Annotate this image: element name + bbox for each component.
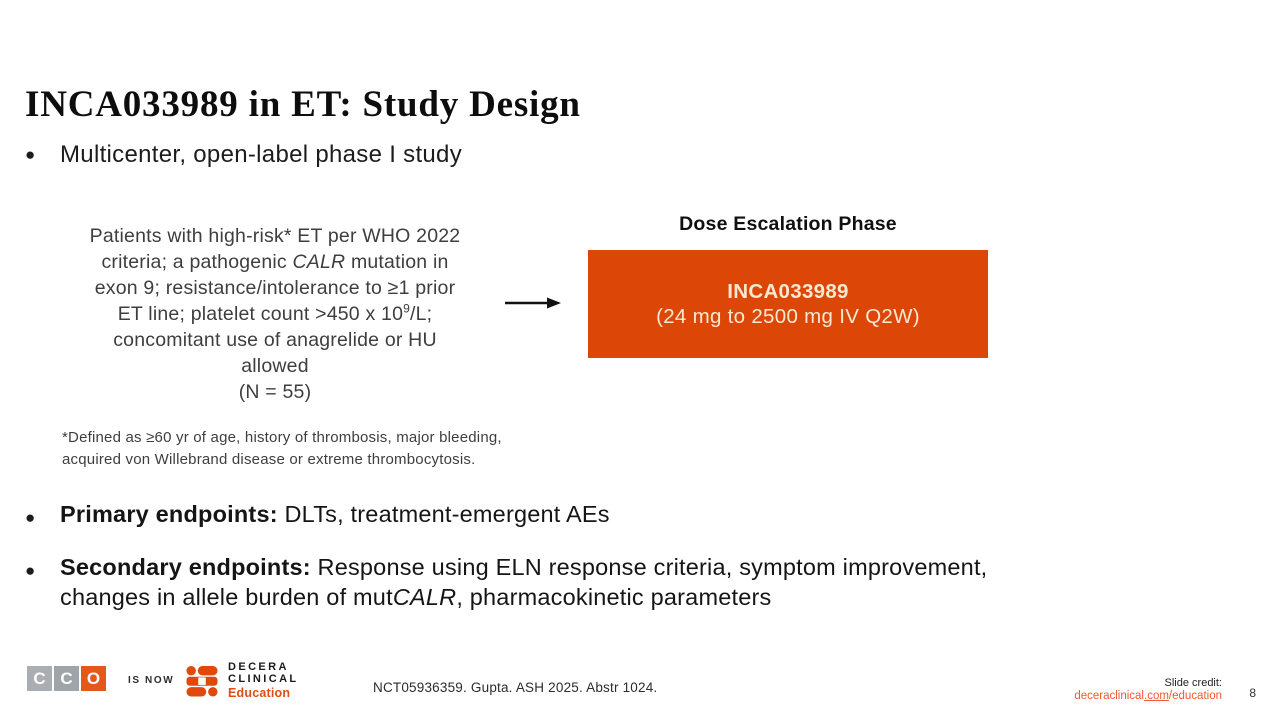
decera-clinical-logo-text: DECERA CLINICAL Education (228, 661, 299, 700)
criteria-line: mutation in (345, 251, 449, 273)
cco-logo-letter: C (27, 666, 52, 691)
criteria-line: exon 9; resistance/intolerance to ≥1 pri… (94, 277, 456, 299)
slide-credit-label: Slide credit: (1164, 677, 1222, 689)
cco-logo-letter: C (54, 666, 79, 691)
primary-endpoints-label: Primary endpoints: (60, 501, 278, 527)
cco-logo: C C O (27, 666, 106, 691)
decera-wordmark-line: DECERA (228, 661, 289, 673)
decera-wordmark-line: CLINICAL (228, 672, 299, 685)
secondary-endpoints-label: Secondary endpoints: (60, 554, 311, 580)
decera-education-label: Education (228, 686, 291, 700)
credit-link-part[interactable]: deceraclinical (1074, 690, 1144, 702)
criteria-line: Patients with high-risk* ET per WHO 2022 (89, 225, 461, 247)
calr-gene-italic: CALR (392, 584, 457, 610)
footnote-text: *Defined as ≥60 yr of age, history of th… (62, 427, 502, 470)
secondary-endpoints-line2a: changes in allele burden of mut (60, 584, 393, 610)
footnote-line: *Defined as ≥60 yr of age, history of th… (62, 429, 502, 446)
dose-escalation-heading: Dose Escalation Phase (679, 213, 897, 235)
is-now-label: IS NOW (128, 675, 175, 686)
drug-name: INCA033989 (727, 280, 849, 303)
slide-credit-link[interactable]: deceraclinical.com/education (1074, 690, 1222, 702)
page-title: INCA033989 in ET: Study Design (25, 83, 581, 125)
cco-logo-letter: O (81, 666, 106, 691)
credit-link-part[interactable]: /education (1168, 690, 1222, 702)
bullet-icon: ● (25, 508, 36, 527)
slide-credit: Slide credit: deceraclinical.com/educati… (1074, 677, 1222, 703)
eligibility-criteria-text: Patients with high-risk* ET per WHO 2022… (45, 223, 505, 405)
calr-gene-italic: CALR (292, 251, 346, 273)
criteria-line: concomitant use of anagrelide or HU (113, 329, 437, 351)
criteria-line: /L; (409, 303, 433, 325)
criteria-line: criteria; a pathogenic (101, 251, 293, 273)
page-number: 8 (1249, 686, 1256, 700)
primary-endpoints-row: ● Primary endpoints: DLTs, treatment-eme… (25, 499, 610, 533)
drug-dose-range: (24 mg to 2500 mg IV Q2W) (656, 305, 920, 328)
intro-bullet-row: ● Multicenter, open-label phase I study (25, 141, 462, 169)
criteria-line: ET line; platelet count >450 x 10 (117, 303, 404, 325)
secondary-endpoints-text: Secondary endpoints: Response using ELN … (60, 552, 987, 612)
secondary-endpoints-line1: Response using ELN response criteria, sy… (310, 554, 988, 580)
intro-bullet-text: Multicenter, open-label phase I study (60, 141, 463, 168)
credit-link-part[interactable]: .com (1144, 690, 1169, 702)
secondary-endpoints-row: ● Secondary endpoints: Response using EL… (25, 552, 1260, 612)
bullet-icon: ● (25, 145, 36, 164)
reference-citation: NCT05936359. Gupta. ASH 2025. Abstr 1024… (373, 680, 658, 695)
right-arrow-icon (505, 297, 561, 309)
criteria-line: allowed (241, 355, 309, 377)
decera-clinical-logo-icon (186, 665, 218, 697)
criteria-sample-size: (N = 55) (238, 381, 312, 403)
treatment-box: INCA033989 (24 mg to 2500 mg IV Q2W) (588, 250, 988, 358)
superscript-nine: 9 (403, 301, 410, 316)
primary-endpoints-value: DLTs, treatment-emergent AEs (277, 501, 610, 527)
footnote-line: acquired von Willebrand disease or extre… (62, 450, 476, 468)
secondary-endpoints-line2b: , pharmacokinetic parameters (456, 584, 772, 610)
bullet-icon: ● (25, 561, 36, 580)
primary-endpoints-text: Primary endpoints: DLTs, treatment-emerg… (60, 499, 610, 529)
